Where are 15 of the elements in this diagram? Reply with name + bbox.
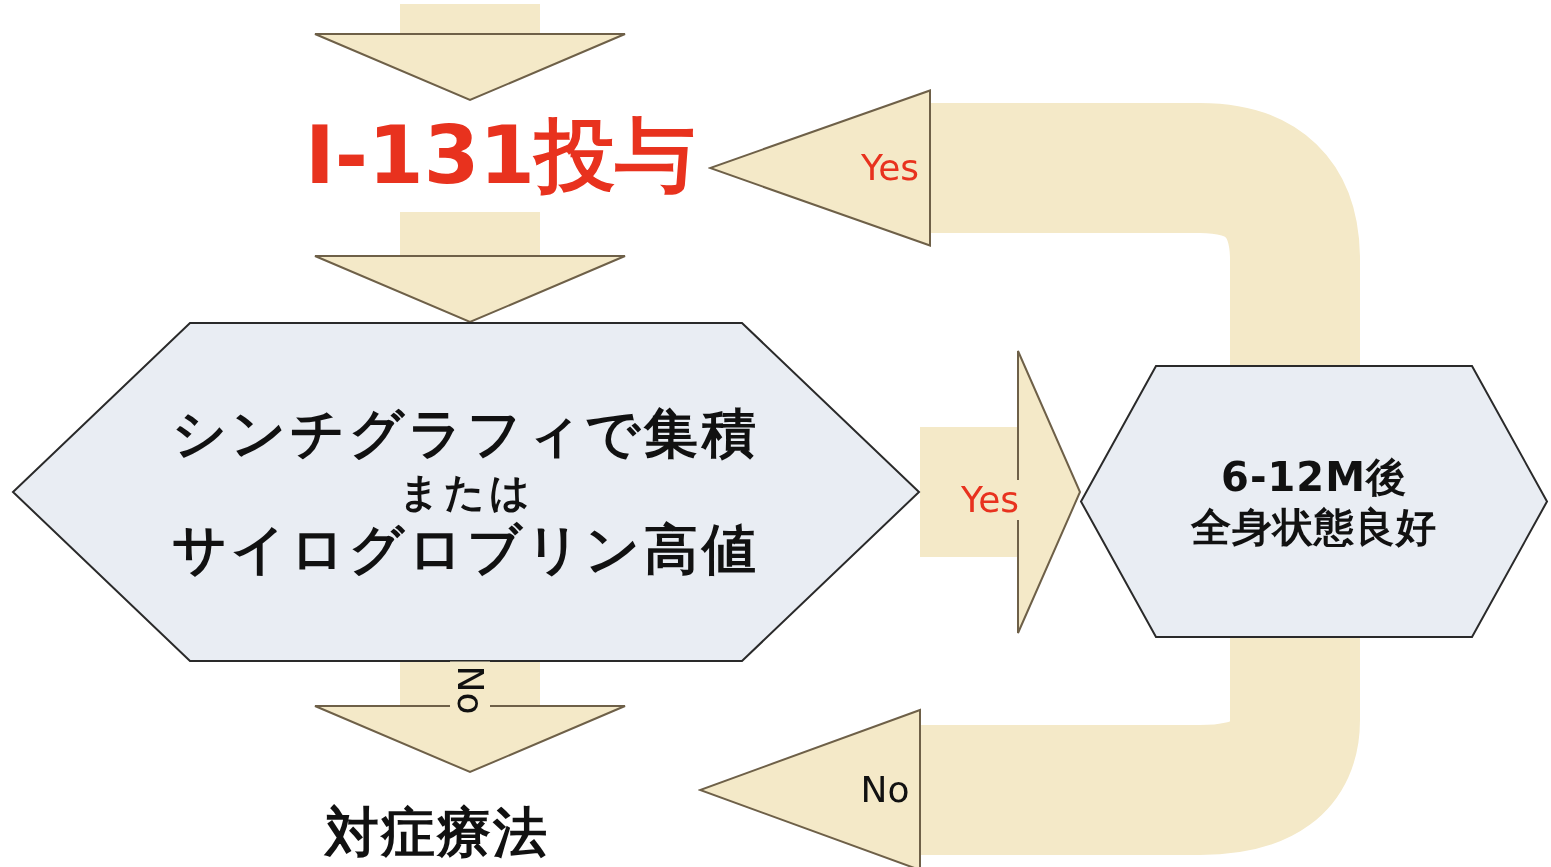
node-text: 全身状態良好 bbox=[1191, 503, 1437, 550]
node-text: または bbox=[398, 469, 534, 515]
node-text: サイログロブリン高値 bbox=[172, 519, 760, 582]
block-arrow bbox=[314, 4, 626, 101]
condition-hexagon bbox=[1080, 365, 1548, 638]
title-text: I-131投与 bbox=[305, 110, 695, 202]
block-arrow bbox=[920, 350, 1081, 634]
decision-hexagon bbox=[12, 322, 920, 662]
node-text: シンチグラフィで集積 bbox=[172, 402, 760, 465]
node-text: 6-12M後 bbox=[1221, 453, 1407, 500]
block-arrow bbox=[314, 662, 626, 773]
outcome-text: 対症療法 bbox=[325, 801, 549, 864]
block-arrow bbox=[709, 89, 1360, 365]
block-arrow bbox=[699, 638, 1360, 867]
block-arrow bbox=[314, 212, 626, 323]
